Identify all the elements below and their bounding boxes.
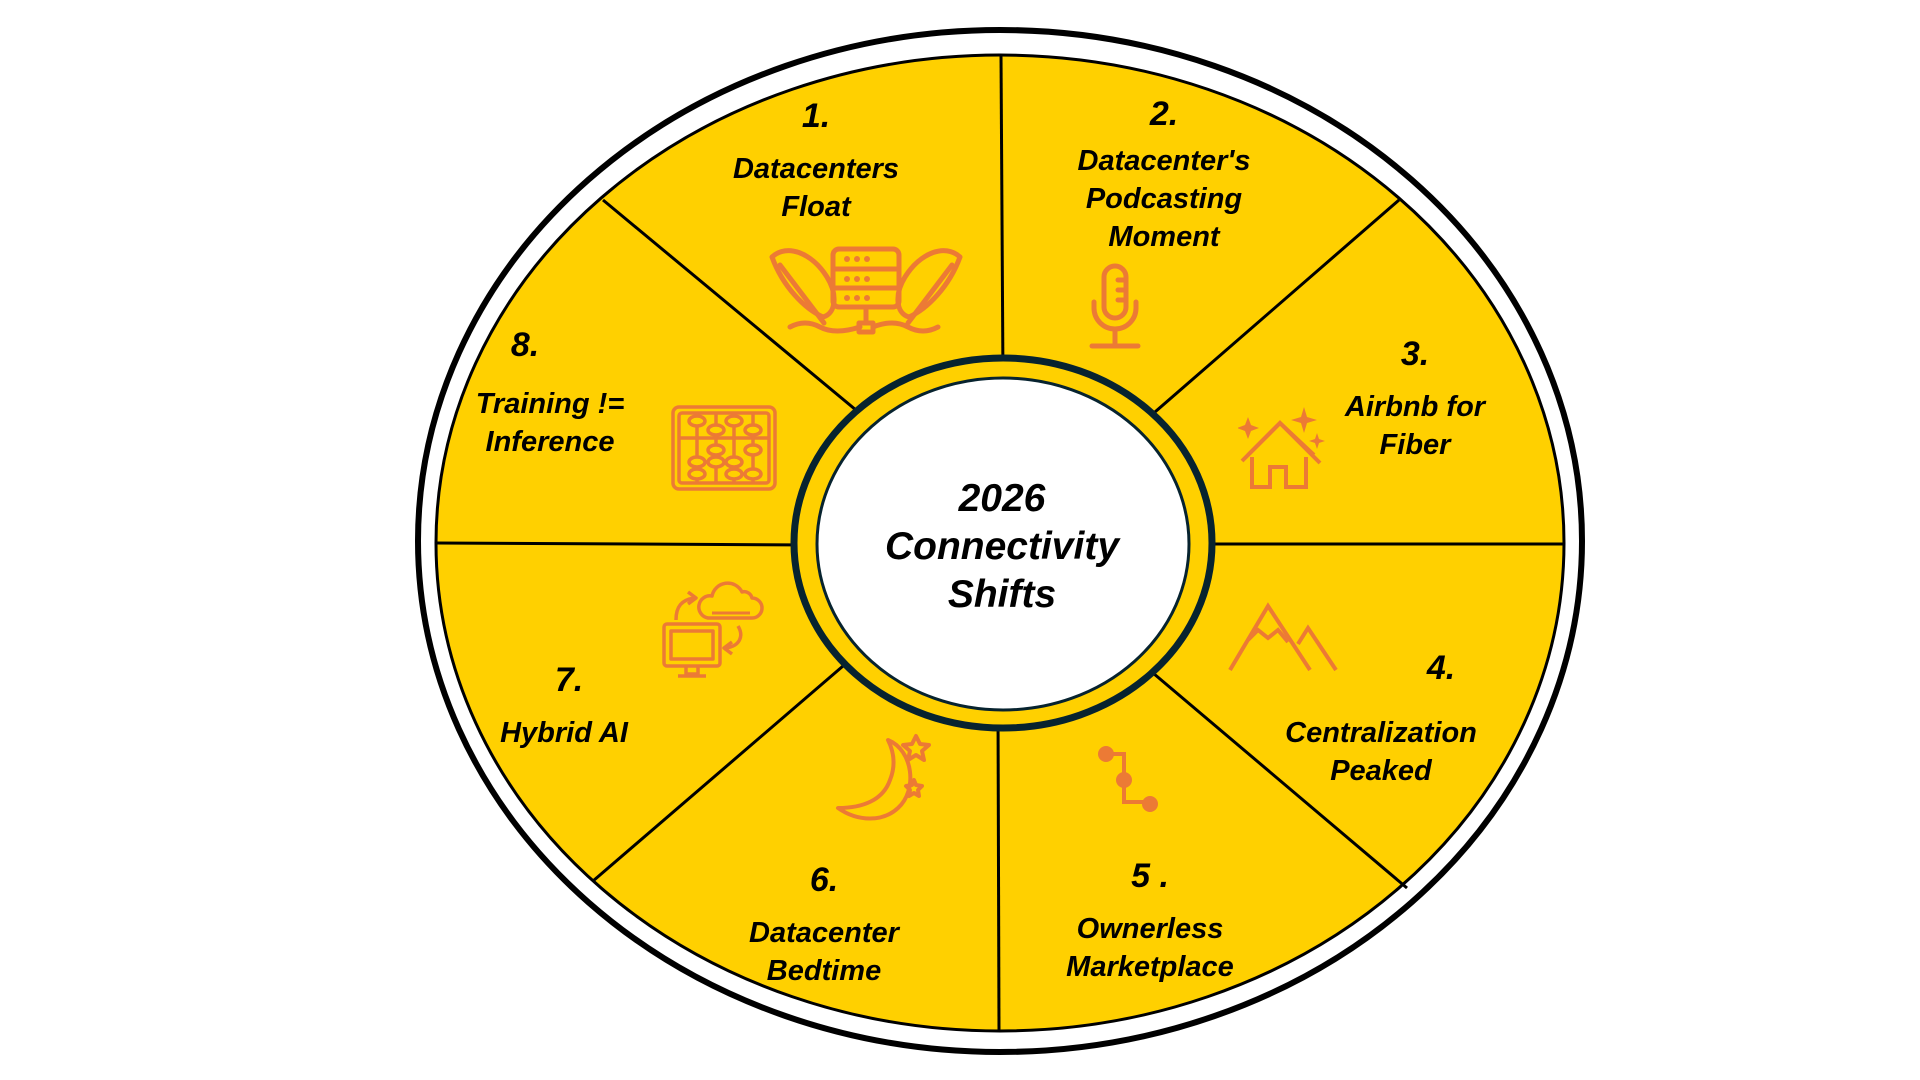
mountain-peaks-icon (1228, 602, 1343, 672)
segment-title-line2: Peaked (1330, 755, 1432, 788)
segment-title-line1: Datacenter's (1077, 145, 1251, 178)
segment-title-line2: Podcasting (1085, 183, 1243, 216)
segment-dividers (435, 54, 1564, 1032)
sparkling-house-icon (1238, 405, 1328, 490)
microphone-icon (1088, 262, 1144, 352)
segment-5-label: 5 . Ownerless Marketplace (1066, 854, 1234, 986)
center-title-line2: Connectivity (884, 525, 1120, 568)
segment-8-label: 8. Training != Inference (476, 323, 625, 461)
segment-number: 4. (1426, 649, 1456, 687)
segment-2-label: 2. Datacenter's Podcasting Moment (1078, 92, 1251, 256)
segment-title-line2: Bedtime (766, 955, 882, 988)
computer-cloud-sync-icon (660, 580, 765, 685)
segment-title-line1: Datacenters (732, 153, 900, 186)
segment-number: 5 . (1131, 857, 1169, 895)
segment-7-label: 7. Hybrid AI (500, 658, 628, 752)
center-title-year: 2026 (958, 477, 1046, 520)
segment-title-line2: Fiber (1379, 429, 1451, 462)
segment-title-line2: Marketplace (1066, 951, 1234, 984)
segment-3-label: 3. Airbnb for Fiber (1345, 332, 1485, 464)
segment-number: 1. (801, 97, 831, 135)
moon-and-stars-icon (828, 730, 938, 825)
segment-title-line1: Airbnb for (1344, 391, 1486, 424)
segment-number: 3. (1400, 335, 1430, 373)
segment-title-line1: Hybrid AI (500, 717, 628, 750)
segment-title-line1: Training != (475, 388, 625, 421)
server-with-feathers-icon (760, 245, 980, 345)
center-circle (815, 376, 1191, 712)
segment-4-label: 4. Centralization Peaked (1285, 646, 1477, 790)
center-title-line3: Shifts (947, 573, 1057, 616)
segment-number: 2. (1149, 95, 1179, 133)
segment-1-label: 1. Datacenters Float (733, 94, 899, 226)
segment-number: 6. (809, 861, 839, 899)
abacus-icon (670, 404, 780, 494)
segment-title-line3: Moment (1108, 221, 1220, 254)
segment-number: 7. (554, 661, 584, 699)
segment-6-label: 6. Datacenter Bedtime (749, 858, 899, 990)
segment-number: 8. (510, 326, 540, 364)
segment-title-line1: Centralization (1285, 717, 1477, 750)
segment-title-line1: Datacenter (749, 917, 899, 950)
segment-title-line1: Ownerless (1076, 913, 1224, 946)
segment-title-line2: Float (781, 191, 851, 224)
center-title: 2026 Connectivity Shifts (885, 475, 1119, 619)
segment-title-line2: Inference (485, 426, 615, 459)
connected-nodes-path-icon (1092, 740, 1162, 815)
